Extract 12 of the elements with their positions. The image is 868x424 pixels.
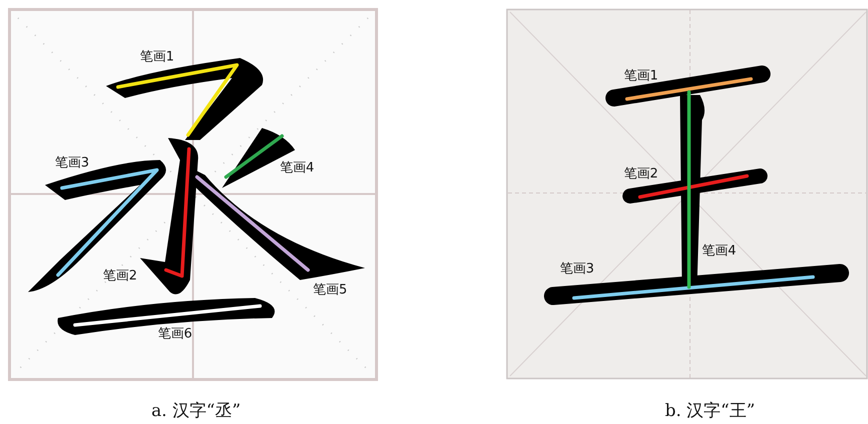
figure-caption: b. 汉字“王” [664, 401, 756, 421]
stroke-label: 笔画1 [140, 50, 174, 64]
stroke-label: 笔画3 [54, 156, 90, 170]
stroke-label: 笔画2 [624, 166, 658, 182]
stroke-label: 笔画1 [624, 68, 658, 84]
stroke-label: 笔画3 [560, 262, 594, 276]
figure-caption: a. 汉字“丞” [151, 401, 241, 421]
stroke-label: 笔画6 [158, 326, 192, 342]
stroke-label: 笔画5 [312, 282, 348, 298]
stroke-label: 笔画4 [702, 244, 736, 258]
stroke-label: 笔画4 [280, 160, 314, 176]
stroke-label: 笔画2 [102, 268, 138, 284]
